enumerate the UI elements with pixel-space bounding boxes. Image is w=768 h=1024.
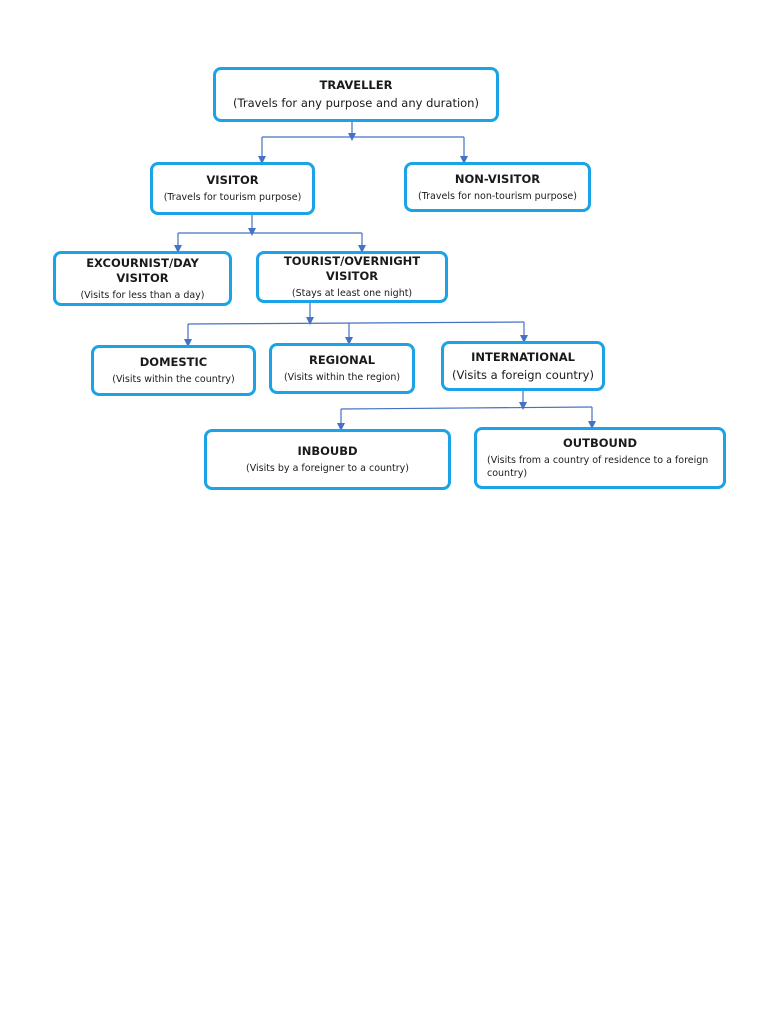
excursionist-box: EXCOURNIST/DAY VISITOR (Visits for less … (53, 251, 232, 306)
outbound-title: OUTBOUND (562, 436, 637, 450)
traveller-title: TRAVELLER (319, 78, 393, 92)
visitor-description: (Travels for tourism purpose) (163, 192, 302, 203)
non-visitor-box: NON-VISITOR (Travels for non-tourism pur… (404, 162, 591, 212)
domestic-box: DOMESTIC (Visits within the country) (91, 345, 256, 396)
inbound-title: INBOUBD (297, 444, 358, 458)
non-visitor-title: NON-VISITOR (454, 171, 541, 186)
traveller-box: TRAVELLER (Travels for any purpose and a… (213, 67, 499, 122)
excursionist-description: (Visits for less than a day) (80, 289, 205, 301)
tourist-title: TOURIST/OVERNIGHT VISITOR (283, 254, 421, 283)
non-visitor-description: (Travels for non-tourism purpose) (418, 190, 577, 202)
regional-title: REGIONAL (308, 353, 376, 367)
connector-line-14 (340, 406, 593, 410)
visitor-title: VISITOR (206, 173, 259, 187)
visitor-box: VISITOR (Travels for tourism purpose) (150, 162, 315, 215)
regional-description: (Visits within the region) (283, 372, 401, 383)
international-title: INTERNATIONAL (471, 349, 575, 364)
traveller-description: (Travels for any purpose and any duratio… (233, 96, 479, 110)
inbound-description: (Visits by a foreigner to a country) (245, 463, 410, 474)
domestic-title: DOMESTIC (139, 355, 208, 369)
outbound-box: OUTBOUND (Visits from a country of resid… (474, 427, 726, 489)
regional-box: REGIONAL (Visits within the region) (269, 343, 415, 394)
outbound-description: (Visits from a country of residence to a… (487, 455, 709, 479)
connector-line-9 (187, 321, 525, 325)
inbound-box: INBOUBD (Visits by a foreigner to a coun… (204, 429, 451, 490)
excursionist-title: EXCOURNIST/DAY VISITOR (86, 255, 199, 285)
tourist-description: (Stays at least one night) (291, 288, 413, 299)
tourist-box: TOURIST/OVERNIGHT VISITOR (Stays at leas… (256, 251, 448, 303)
international-description: (Visits a foreign country) (452, 367, 594, 382)
international-box: INTERNATIONAL (Visits a foreign country) (441, 341, 605, 391)
domestic-description: (Visits within the country) (112, 374, 235, 385)
